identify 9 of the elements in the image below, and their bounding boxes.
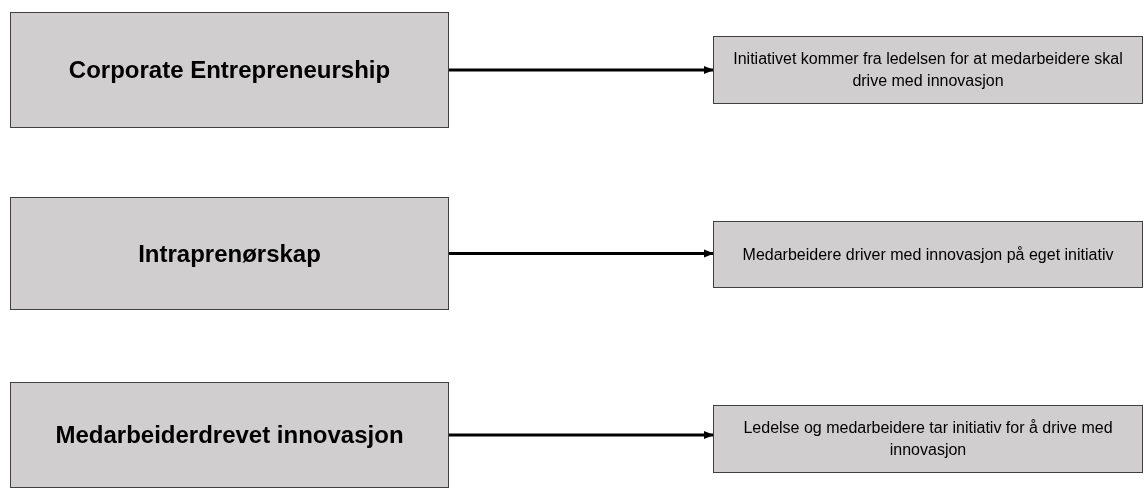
description-box: Ledelse og medarbeidere tar initiativ for å drive med innovasjon <box>713 405 1143 473</box>
concept-box: Medarbeiderdrevet innovasjon <box>10 382 449 488</box>
concept-box: Corporate Entrepreneurship <box>10 12 449 128</box>
concept-box: Intraprenørskap <box>10 197 449 310</box>
description-box: Medarbeidere driver med innovasjon på eget initiativ <box>713 221 1143 288</box>
arrow <box>449 249 714 258</box>
arrow <box>449 66 714 74</box>
arrow <box>449 431 714 439</box>
description-box: Initiativet kommer fra ledelsen for at medarbeidere skal drive med innovasjon <box>713 36 1143 104</box>
